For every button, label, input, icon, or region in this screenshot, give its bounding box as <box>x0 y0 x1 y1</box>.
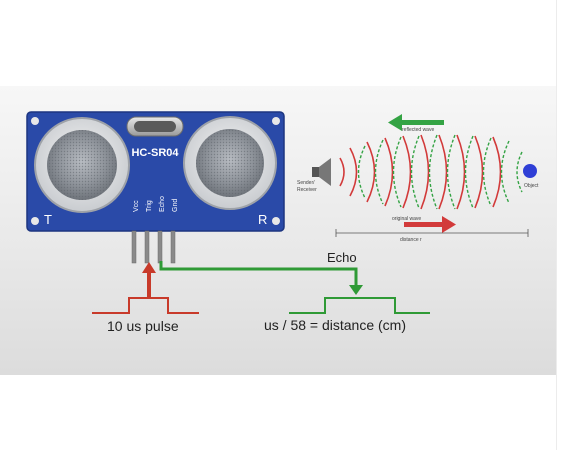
sender-label-line1: Sender/ <box>297 180 315 186</box>
mount-hole <box>272 217 280 225</box>
mount-hole <box>31 217 39 225</box>
echo-label: Echo <box>327 250 357 265</box>
echo-arrow-head <box>349 285 363 295</box>
module-name-label: HC-SR04 <box>131 147 179 159</box>
echo-signal: Echo us / 58 = distance (cm) <box>159 250 430 333</box>
pin-label-vcc: Vcc <box>133 200 140 212</box>
page-edge-line <box>556 0 557 450</box>
pin-label-echo: Echo <box>159 196 166 212</box>
echo-wire <box>159 261 358 286</box>
receiver-label: R <box>258 212 267 227</box>
original-wave-arcs <box>339 134 502 210</box>
sender-label-line2: Receiver <box>297 187 317 193</box>
trigger-pulse-waveform <box>92 297 199 314</box>
distance-formula: us / 58 = distance (cm) <box>264 317 406 333</box>
pin-label-gnd: Gnd <box>172 199 179 212</box>
header-pins <box>131 230 176 264</box>
transmitter-transducer <box>34 117 130 213</box>
reflected-wave-arrow <box>388 114 402 131</box>
object-dot <box>523 164 537 178</box>
trigger-signal: 10 us pulse <box>92 262 199 334</box>
reflected-wave-label: reflected wave <box>402 127 434 133</box>
transmitter-label: T <box>44 212 52 227</box>
original-wave-arrow <box>442 216 456 233</box>
distance-label: distance r <box>400 237 422 243</box>
trigger-pulse-label: 10 us pulse <box>107 318 179 334</box>
speaker-icon <box>312 158 331 186</box>
trigger-arrow-head <box>142 262 156 273</box>
wave-diagram: Sender/ Receiver <box>297 114 539 243</box>
pin-label-trig: Trig <box>146 200 153 212</box>
mount-hole <box>31 117 39 125</box>
original-wave-label: original wave <box>392 216 421 222</box>
object-label: Object <box>524 183 539 189</box>
reflected-wave-arcs <box>357 134 523 210</box>
receiver-transducer <box>183 116 277 210</box>
echo-pulse-waveform <box>289 297 430 314</box>
hc-sr04-module: HC-SR04 T R Vcc Trig Echo Gnd <box>26 111 285 264</box>
mount-hole <box>272 117 280 125</box>
